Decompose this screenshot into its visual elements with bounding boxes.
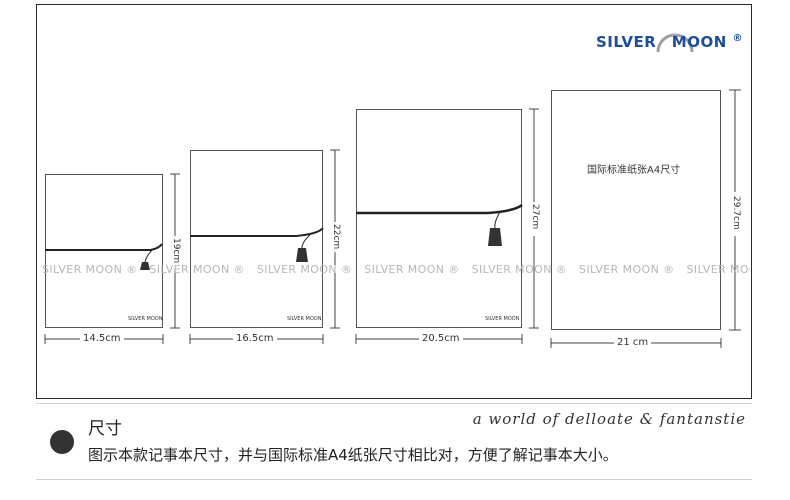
band-medium <box>190 227 324 237</box>
watermark-text: SILVER MOON ® <box>579 263 675 276</box>
registered-mark: ® <box>732 33 743 44</box>
moon-arc-icon <box>656 33 694 53</box>
pendant-charm-icon <box>140 262 150 270</box>
height-dimension-lines <box>170 89 741 331</box>
notebook-small-brand: SILVER MOON <box>128 316 163 322</box>
width-label-large: 20.5cm <box>419 333 463 344</box>
band-small <box>45 243 163 251</box>
pendant-charm-icon <box>296 248 308 262</box>
logo-text: SILVER MOON ® <box>596 33 743 51</box>
height-label-small: 19cm <box>171 238 181 264</box>
a4-paper <box>551 90 721 330</box>
band-large <box>356 203 523 215</box>
height-label-a4: 29.7cm <box>731 196 741 230</box>
height-label-large: 27cm <box>530 204 540 230</box>
notebook-large-brand: SILVER MOON <box>485 316 520 322</box>
logo-moon: MOON <box>671 33 727 51</box>
height-label-medium: 22cm <box>331 224 341 250</box>
watermark-text: SILVER MOON ® <box>256 263 353 276</box>
a4-paper-label: 国际标准纸张A4尺寸 <box>587 165 681 176</box>
caption-bar: 尺寸 图示本款记事本尺寸，并与国际标准A4纸张尺寸相比对，方便了解记事本大小。 … <box>36 403 752 480</box>
width-label-small: 14.5cm <box>80 333 124 344</box>
notebook-medium: SILVER MOON <box>190 150 323 328</box>
watermark-text: SILVER MOON ® <box>149 263 245 276</box>
silver-moon-logo: SILVER MOON ® <box>596 22 743 58</box>
notebook-large: SILVER MOON <box>356 109 522 328</box>
bullet-dot-icon <box>50 430 74 454</box>
logo-silver: SILVER <box>596 33 657 51</box>
caption-title: 尺寸 <box>88 419 122 439</box>
watermark-text: SILVER MOON ® <box>686 263 750 276</box>
width-label-medium: 16.5cm <box>233 333 277 344</box>
brand-slogan: a world of delloate & fantanstie <box>472 410 746 428</box>
watermark-strip: SILVER MOON ® SILVER MOON ® SILVER MOON … <box>38 255 750 285</box>
width-label-a4: 21 cm <box>614 337 652 348</box>
watermark-text: SILVER MOON ® <box>364 263 460 276</box>
notebook-medium-brand: SILVER MOON <box>287 316 322 322</box>
pendant-charm-icon <box>488 228 502 246</box>
watermark-text: SILVER MOON ® <box>471 263 568 276</box>
caption-description: 图示本款记事本尺寸，并与国际标准A4纸张尺寸相比对，方便了解记事本大小。 <box>88 446 618 464</box>
watermark-text: SILVER MOON ® <box>42 263 138 276</box>
